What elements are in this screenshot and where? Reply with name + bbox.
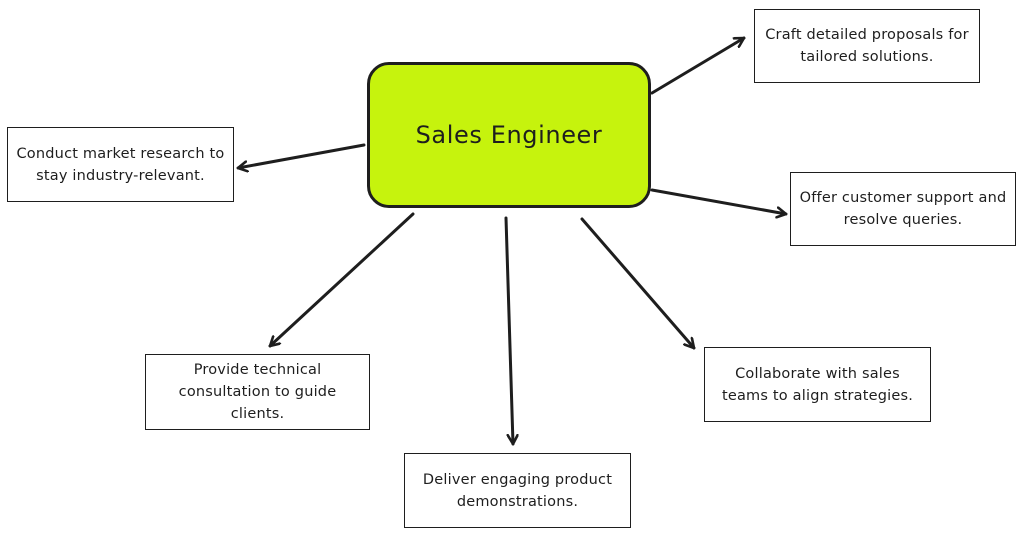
center-node-sales-engineer: Sales Engineer (367, 62, 651, 208)
node-support: Offer customer support and resolve queri… (790, 172, 1016, 246)
node-proposals-text: Craft detailed proposals for tailored so… (765, 27, 969, 65)
node-consultation: Provide technical consultation to guide … (145, 354, 370, 430)
arrow-to-research (236, 143, 366, 168)
node-demos: Deliver engaging product demonstrations. (404, 453, 631, 528)
arrow-to-consultation (268, 212, 415, 348)
node-proposals: Craft detailed proposals for tailored so… (754, 9, 980, 83)
node-consultation-text: Provide technical consultation to guide … (178, 362, 337, 422)
arrow-to-proposals (650, 36, 746, 95)
node-collaborate: Collaborate with sales teams to align st… (704, 347, 931, 422)
node-collaborate-text: Collaborate with sales teams to align st… (721, 365, 914, 404)
arrow-to-collaborate (580, 217, 696, 350)
node-support-text: Offer customer support and resolve queri… (799, 190, 1007, 228)
center-node-label: Sales Engineer (415, 121, 603, 149)
node-research-text: Conduct market research to stay industry… (16, 145, 225, 184)
node-demos-text: Deliver engaging product demonstrations. (422, 471, 613, 510)
arrow-to-support (650, 188, 788, 214)
node-research: Conduct market research to stay industry… (7, 127, 234, 202)
arrow-to-demos (504, 216, 513, 446)
